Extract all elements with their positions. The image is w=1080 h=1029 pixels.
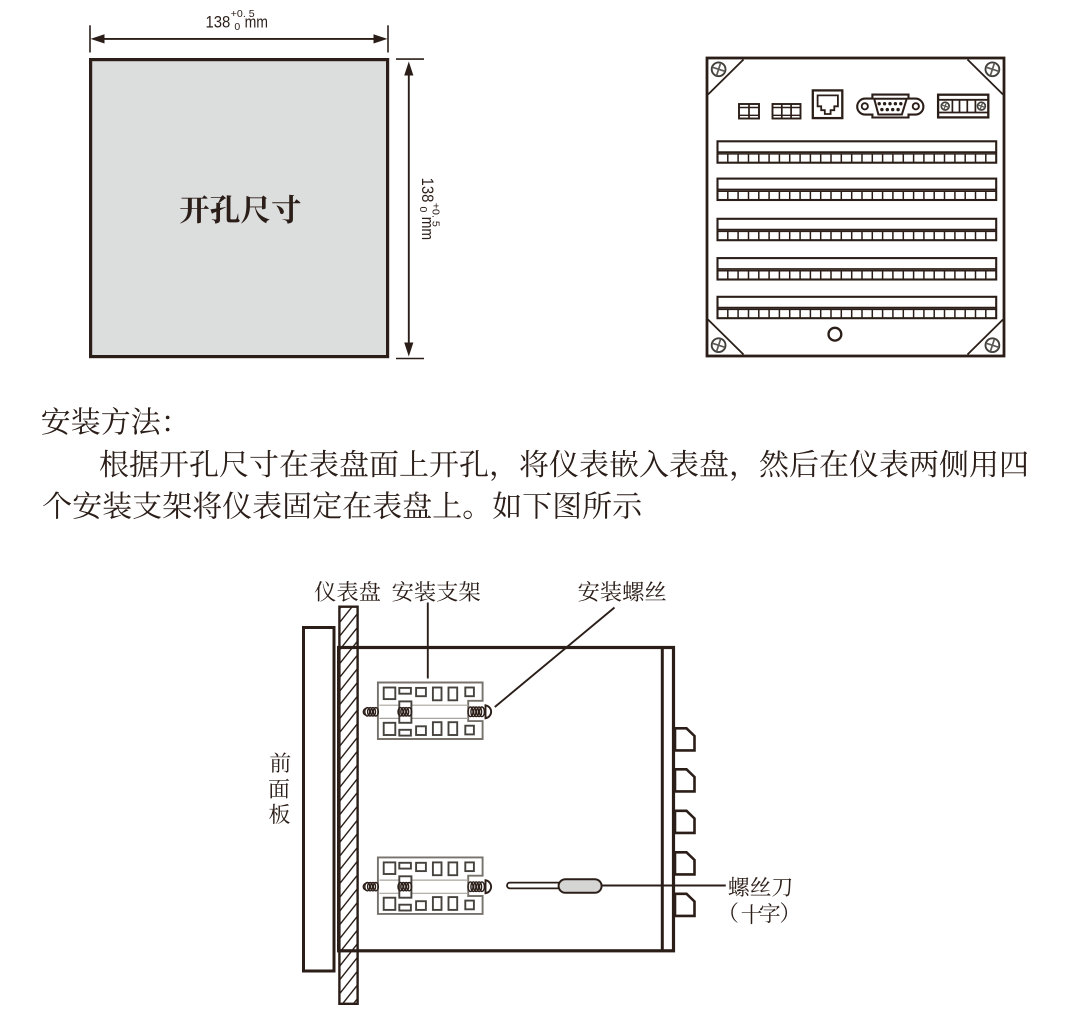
svg-text:mm: mm [245,14,268,32]
svg-text:mm: mm [418,217,436,240]
svg-text:138: 138 [418,178,436,203]
svg-text:+0. 5: +0. 5 [231,8,255,20]
svg-text:+0. 5: +0. 5 [429,203,441,227]
svg-text:138: 138 [206,14,231,32]
svg-text:0: 0 [417,207,429,213]
svg-text:0: 0 [234,21,240,33]
